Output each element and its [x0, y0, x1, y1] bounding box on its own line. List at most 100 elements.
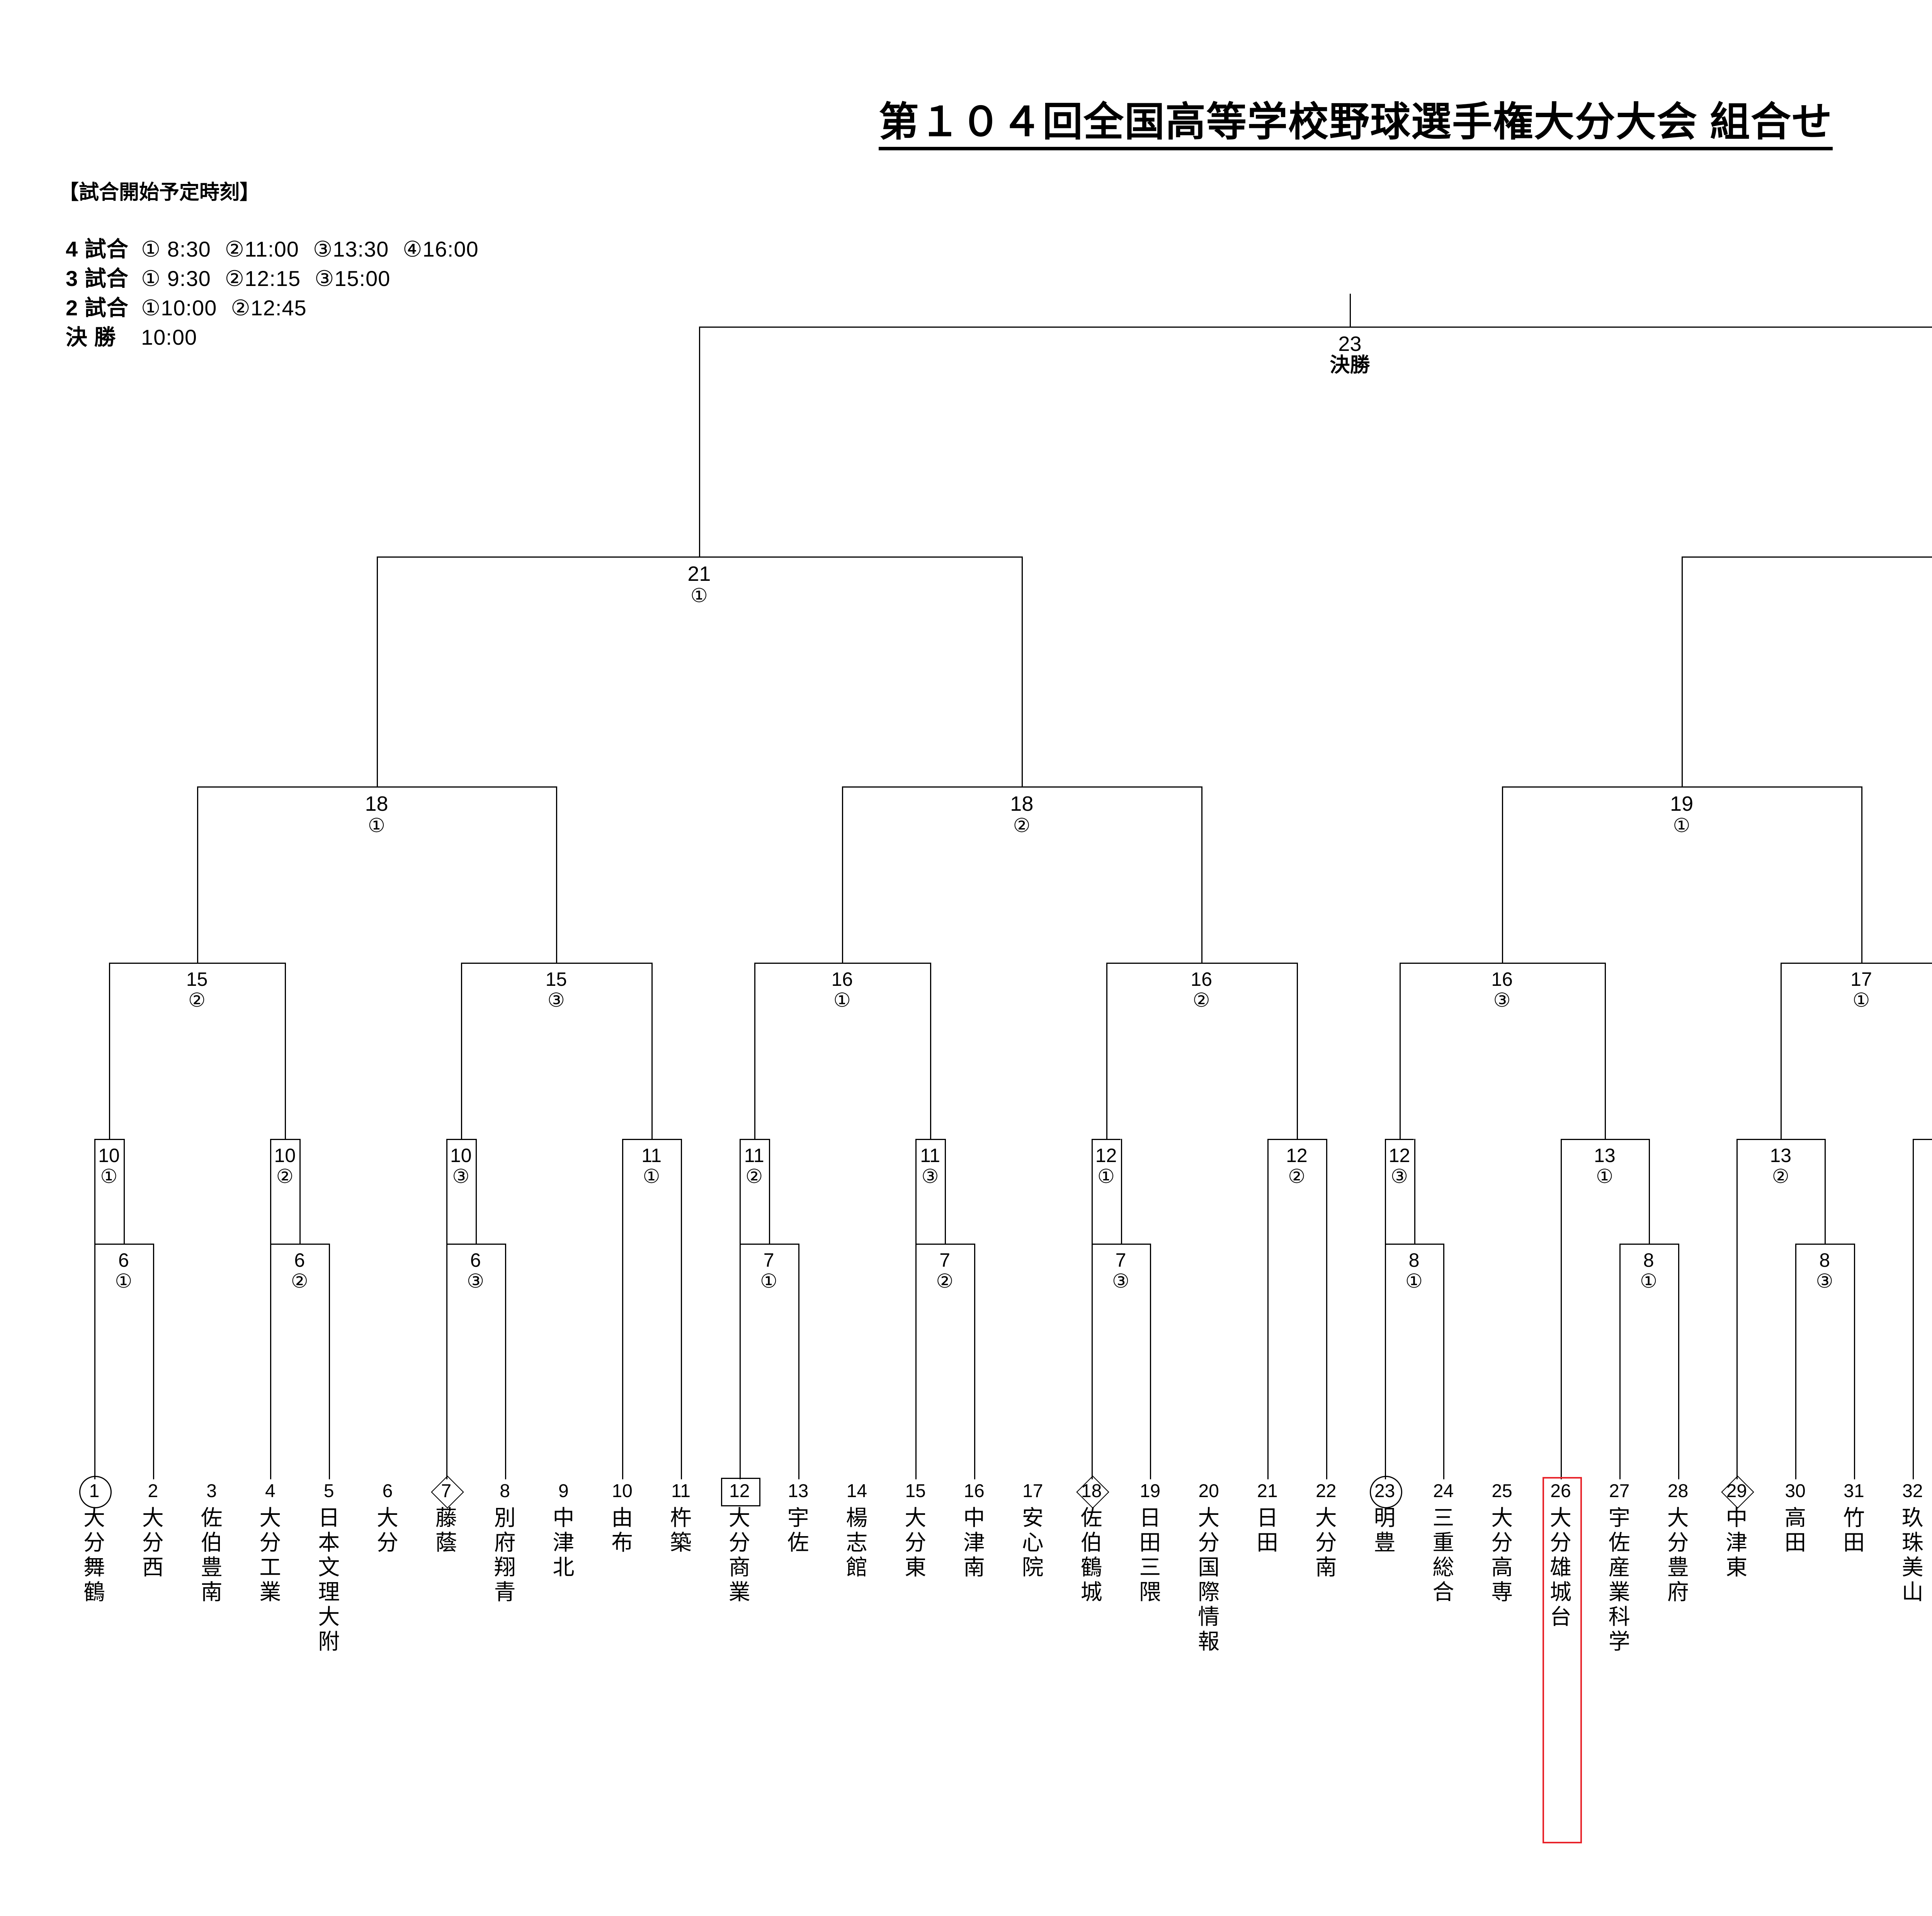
- match-game-number: ②: [936, 1270, 954, 1292]
- match-day: 17: [1850, 968, 1872, 990]
- team-number: 24: [1414, 1479, 1472, 1503]
- match-day: 6: [118, 1249, 129, 1271]
- team-name-char: 重: [1432, 1530, 1454, 1555]
- round3-leg: [1399, 963, 1401, 1139]
- final-stub: [1350, 294, 1351, 327]
- match-day: 6: [470, 1249, 481, 1271]
- team-name: 楊志館: [828, 1506, 886, 1580]
- team-name-char: 際: [1198, 1580, 1220, 1604]
- match-game-number: ①: [1097, 1166, 1115, 1187]
- round2-leg: [622, 1139, 624, 1479]
- team-number: 30: [1766, 1479, 1824, 1503]
- team-name-char: 城: [1550, 1580, 1571, 1604]
- match-label: 決勝: [1330, 354, 1370, 376]
- circle-seed-icon: [1369, 1476, 1402, 1508]
- match-game-number: ③: [548, 989, 565, 1011]
- team-name: 別府翔青: [476, 1506, 534, 1605]
- match-day: 8: [1643, 1249, 1654, 1271]
- round3-leg: [651, 963, 653, 1139]
- team-number: 17: [1004, 1479, 1062, 1503]
- round2-leg: [270, 1139, 272, 1479]
- team-name-char: 明: [1374, 1506, 1396, 1530]
- team-name: 由布: [593, 1506, 651, 1555]
- team-name-char: 情: [1198, 1605, 1220, 1629]
- round3-bar: [1399, 963, 1605, 964]
- round3-leg: [1296, 963, 1298, 1139]
- round3-leg: [1781, 963, 1782, 1139]
- match-game-number: ①: [690, 585, 708, 606]
- team-number: 6: [359, 1479, 417, 1503]
- round1-bar: [915, 1244, 974, 1245]
- team-name-char: 台: [1550, 1605, 1571, 1629]
- match-day: 8: [1408, 1249, 1420, 1271]
- team-name-char: 府: [1667, 1580, 1689, 1604]
- team-name-char: 津: [553, 1530, 575, 1555]
- round2-bar: [1384, 1139, 1414, 1140]
- round1-bar: [270, 1244, 329, 1245]
- round2-bar: [1561, 1139, 1649, 1140]
- round1-leg: [1150, 1244, 1151, 1479]
- match-day: 18: [365, 792, 388, 815]
- team-name-char: 分: [377, 1530, 398, 1555]
- team-name-char: 雄: [1550, 1555, 1571, 1579]
- match-game-number: ③: [1493, 989, 1511, 1011]
- match-game-number: ③: [1112, 1270, 1129, 1292]
- team-name-char: 三: [1432, 1506, 1454, 1530]
- team-name: 日本文理大附: [300, 1506, 358, 1654]
- team-name: 大分雄城台: [1532, 1506, 1590, 1629]
- team-name-char: 大: [1667, 1506, 1689, 1530]
- match-day: 12: [1388, 1145, 1410, 1166]
- match-game-number: ①: [1673, 815, 1690, 836]
- team-entry[interactable]: 14 楊志館: [828, 1479, 886, 1580]
- sf-bar: [376, 556, 1022, 558]
- team-number: 14: [828, 1479, 886, 1503]
- match-day: 13: [1594, 1145, 1616, 1166]
- team-name-char: 館: [846, 1555, 868, 1579]
- team-number-text: 32: [1902, 1481, 1923, 1501]
- team-name: 大分南: [1297, 1506, 1355, 1580]
- team-number-text: 15: [905, 1481, 926, 1501]
- schedule-row-label: 2 試合: [66, 296, 129, 320]
- team-name: 日田: [1238, 1506, 1296, 1555]
- round2-bar: [1736, 1139, 1825, 1140]
- team-name-char: 工: [259, 1555, 281, 1579]
- final-leg: [699, 327, 701, 556]
